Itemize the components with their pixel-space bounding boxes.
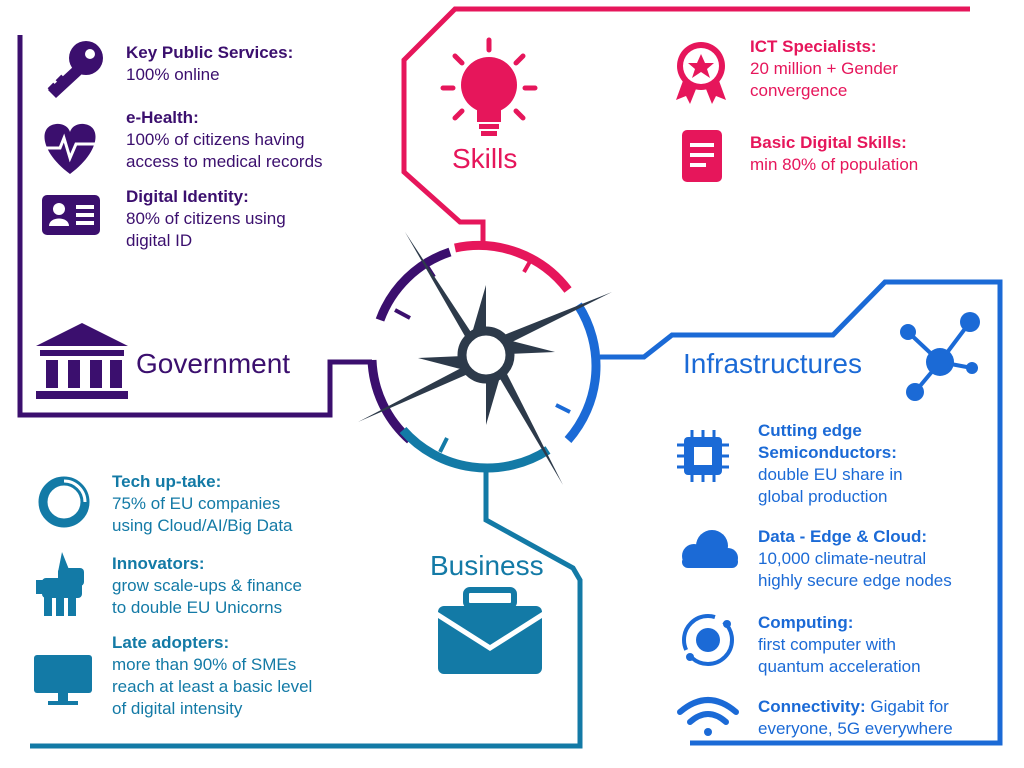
item-title: Digital Identity: <box>126 187 249 206</box>
skills-title: Skills <box>452 143 518 174</box>
heart-pulse-icon <box>44 123 96 174</box>
item-text: double EU share in global production <box>758 465 903 506</box>
item-text: grow scale-ups & finance to double EU Un… <box>112 576 302 617</box>
key-icon <box>47 41 103 98</box>
item-title: Basic Digital Skills: <box>750 133 907 152</box>
lightbulb-icon <box>440 37 538 136</box>
infrastructures-item-computing: Computing: first computer with quantum a… <box>758 612 998 678</box>
government-building-icon <box>36 323 128 399</box>
business-item-tech-uptake: Tech up-take: 75% of EU companies using … <box>112 471 372 537</box>
item-title: Key Public Services: <box>126 43 294 62</box>
item-text: 20 million + Gender convergence <box>750 59 898 100</box>
item-title: Data - Edge & Cloud: <box>758 527 928 546</box>
government-item-digital-identity: Digital Identity: 80% of citizens using … <box>126 186 386 252</box>
item-title: Late adopters: <box>112 633 230 652</box>
business-item-innovators: Innovators: grow scale-ups & finance to … <box>112 553 372 619</box>
item-text: 75% of EU companies using Cloud/AI/Big D… <box>112 494 293 535</box>
item-text: 10,000 climate-neutral highly secure edg… <box>758 549 952 590</box>
infrastructures-item-data-edge-cloud: Data - Edge & Cloud: 10,000 climate-neut… <box>758 526 998 592</box>
compass-ring <box>367 240 601 473</box>
government-connector <box>17 35 372 418</box>
cloud-icon <box>682 530 738 568</box>
monitor-icon <box>34 655 92 705</box>
item-text: 100% of citizens having access to medica… <box>126 130 323 171</box>
business-connector <box>30 468 583 749</box>
item-title: Tech up-take: <box>112 472 222 491</box>
item-text: Gigabit for everyone, 5G everywhere <box>758 697 953 738</box>
briefcase-icon <box>438 587 542 674</box>
skills-item-ict-specialists: ICT Specialists: 20 million + Gender con… <box>750 36 1010 102</box>
network-nodes-icon <box>900 312 980 401</box>
atom-icon <box>682 614 734 666</box>
id-card-icon <box>42 195 100 235</box>
skills-connector <box>401 6 970 248</box>
compass-center <box>457 326 515 384</box>
item-text: more than 90% of SMEs reach at least a b… <box>112 655 313 718</box>
government-item-e-health: e-Health: 100% of citizens having access… <box>126 107 386 173</box>
item-title: Computing: <box>758 613 854 632</box>
business-item-late-adopters: Late adopters: more than 90% of SMEs rea… <box>112 632 372 720</box>
item-title: e-Health: <box>126 108 199 127</box>
item-title: Connectivity: <box>758 697 866 716</box>
item-title: Cutting edge Semiconductors: <box>758 421 897 462</box>
item-text: first computer with quantum acceleration <box>758 635 921 676</box>
award-ribbon-icon <box>676 42 726 104</box>
infrastructures-title: Infrastructures <box>683 348 862 379</box>
infrastructures-connector <box>600 279 1003 746</box>
donut-chart-icon <box>38 476 90 528</box>
item-title: ICT Specialists: <box>750 37 877 56</box>
item-text: min 80% of population <box>750 155 919 174</box>
item-text: 80% of citizens using digital ID <box>126 209 286 250</box>
chip-icon <box>677 430 729 482</box>
unicorn-icon <box>36 552 84 616</box>
item-text: 100% online <box>126 65 220 84</box>
skills-item-basic-digital-skills: Basic Digital Skills: min 80% of populat… <box>750 132 1010 176</box>
item-title: Innovators: <box>112 554 205 573</box>
infrastructures-item-semiconductors: Cutting edge Semiconductors: double EU s… <box>758 420 998 508</box>
wifi-icon <box>677 697 739 736</box>
infrastructures-item-connectivity: Connectivity: Gigabit for everyone, 5G e… <box>758 696 998 740</box>
government-item-key-public-services: Key Public Services: 100% online <box>126 42 386 86</box>
business-title: Business <box>430 550 544 581</box>
document-icon <box>682 130 722 182</box>
government-title: Government <box>136 348 291 379</box>
